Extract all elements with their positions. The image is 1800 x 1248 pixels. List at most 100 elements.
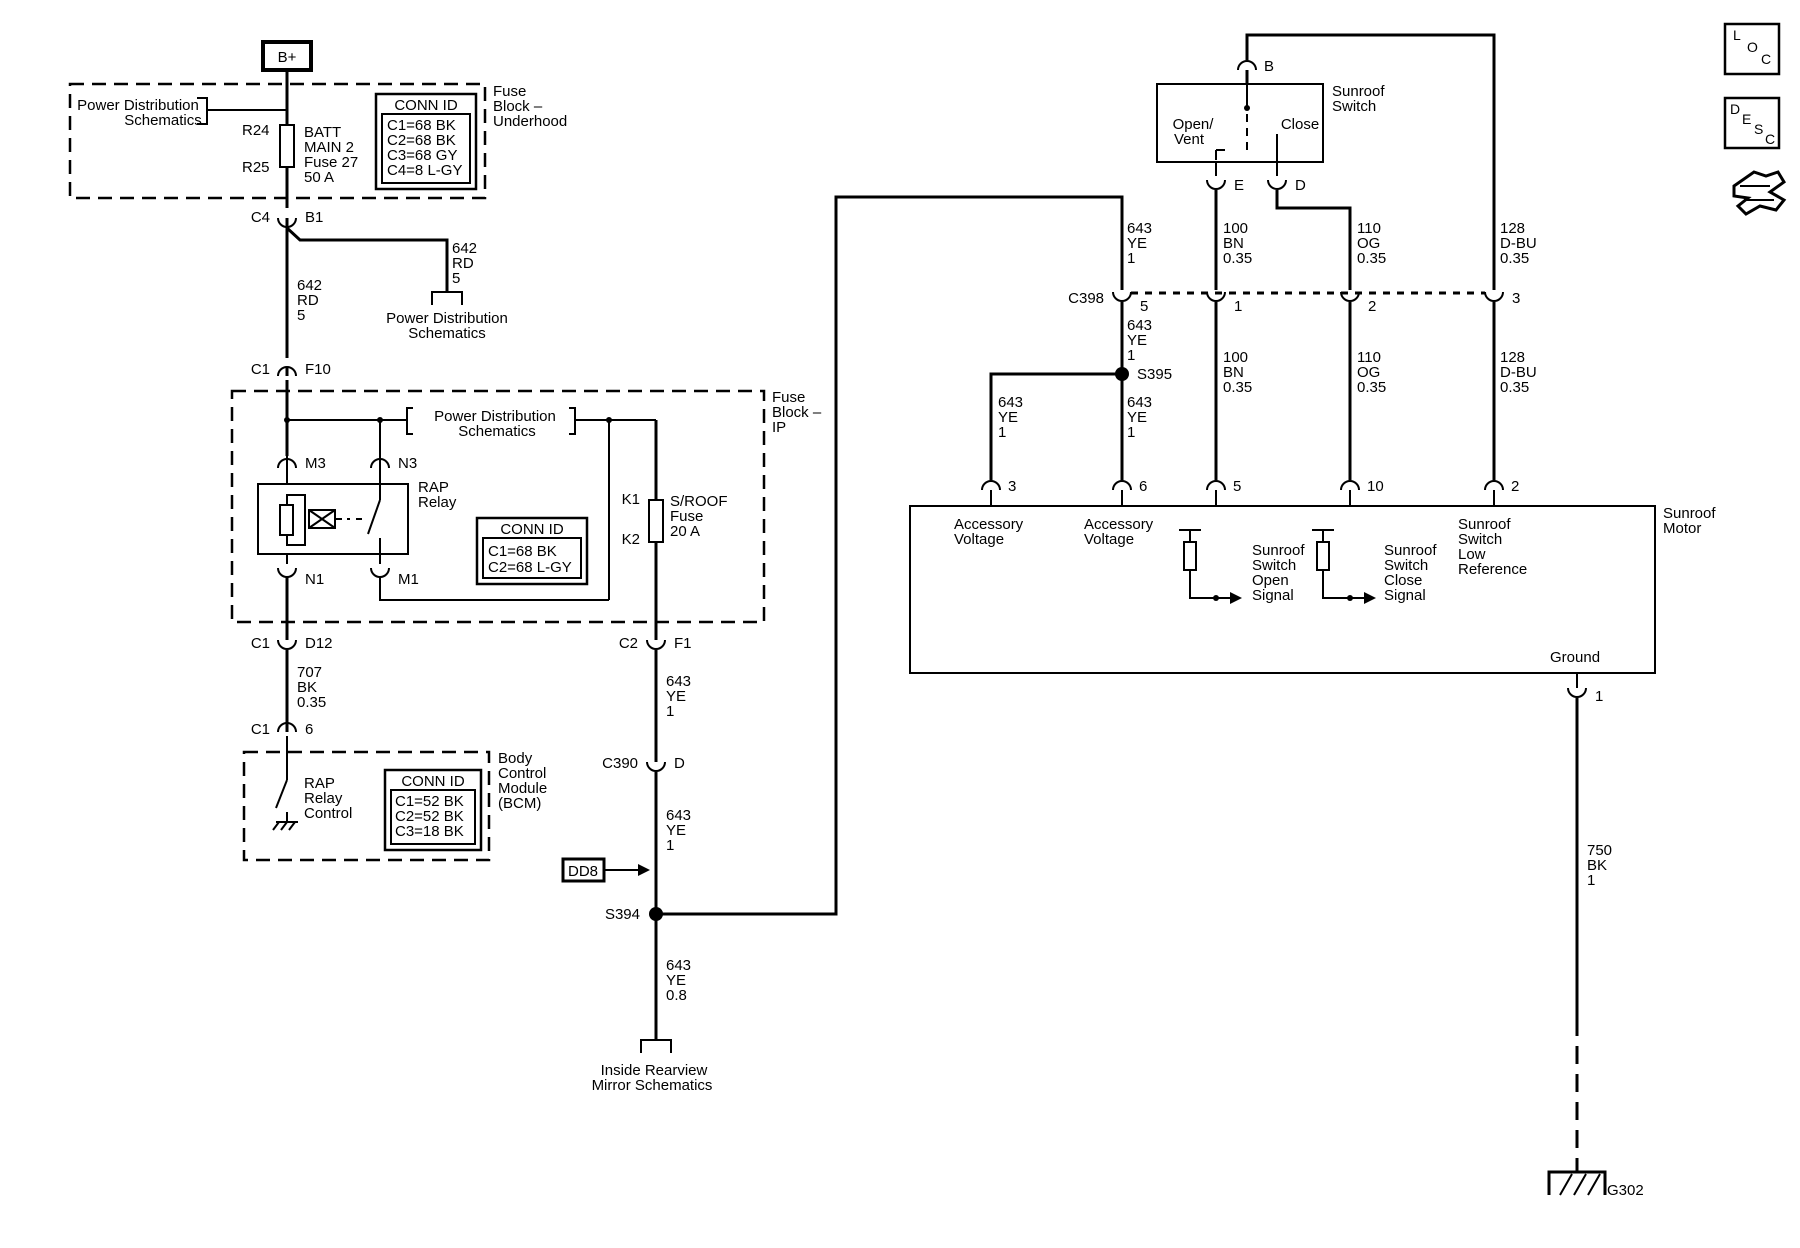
pin-n1 bbox=[277, 567, 297, 578]
svg-text:Vent: Vent bbox=[1174, 131, 1205, 148]
svg-text:0.35: 0.35 bbox=[1357, 379, 1386, 396]
svg-text:Block –: Block – bbox=[493, 98, 543, 115]
low-reference-label: Sunroof Switch Low Reference bbox=[1458, 516, 1527, 578]
svg-text:CONN ID: CONN ID bbox=[500, 521, 564, 538]
svg-text:B1: B1 bbox=[305, 209, 323, 226]
svg-text:643: 643 bbox=[666, 673, 691, 690]
svg-text:O: O bbox=[1747, 39, 1758, 55]
svg-text:Module: Module bbox=[498, 780, 547, 797]
svg-text:Mirror Schematics: Mirror Schematics bbox=[592, 1077, 713, 1094]
ground-g302: G302 bbox=[1547, 1170, 1644, 1199]
loc-icon[interactable]: L O C bbox=[1723, 22, 1781, 76]
svg-text:BK: BK bbox=[297, 679, 317, 696]
svg-text:C2: C2 bbox=[619, 635, 638, 652]
svg-text:D: D bbox=[1295, 177, 1306, 194]
desc-icon[interactable]: D E S C bbox=[1723, 96, 1781, 150]
svg-text:6: 6 bbox=[305, 721, 313, 738]
rap-relay-control-label: RAP Relay Control bbox=[304, 775, 352, 822]
svg-text:YE: YE bbox=[666, 972, 686, 989]
svg-text:BATT: BATT bbox=[304, 124, 341, 141]
motor-pin-row: 3 6 5 10 2 bbox=[981, 478, 1519, 495]
svg-text:D-BU: D-BU bbox=[1500, 235, 1537, 252]
svg-text:YE: YE bbox=[1127, 235, 1147, 252]
close-signal-circuit bbox=[1312, 529, 1376, 604]
svg-text:Schematics: Schematics bbox=[408, 325, 486, 342]
pds-reference-branch[interactable]: Power Distribution Schematics bbox=[386, 310, 508, 342]
mirror-schematics-reference[interactable]: Inside Rearview Mirror Schematics bbox=[592, 1062, 713, 1094]
svg-text:Fuse 27: Fuse 27 bbox=[304, 154, 358, 171]
svg-text:D-BU: D-BU bbox=[1500, 364, 1537, 381]
svg-text:Relay: Relay bbox=[304, 790, 343, 807]
svg-text:YE: YE bbox=[1127, 332, 1147, 349]
svg-text:Accessory: Accessory bbox=[1084, 516, 1154, 533]
wire-707-label: 707 BK 0.35 bbox=[297, 664, 326, 711]
svg-text:Sunroof: Sunroof bbox=[1252, 542, 1305, 559]
svg-text:YE: YE bbox=[666, 688, 686, 705]
connector-view-icon[interactable] bbox=[1732, 170, 1787, 216]
svg-text:DD8: DD8 bbox=[568, 863, 598, 880]
svg-text:C1=68 BK: C1=68 BK bbox=[488, 543, 557, 560]
pds-reference-ip[interactable]: Power Distribution Schematics bbox=[434, 408, 556, 440]
svg-text:Accessory: Accessory bbox=[954, 516, 1024, 533]
svg-text:RD: RD bbox=[452, 255, 474, 272]
svg-text:Fuse: Fuse bbox=[772, 389, 805, 406]
svg-text:OG: OG bbox=[1357, 364, 1380, 381]
pin-m1 bbox=[370, 567, 390, 578]
fuse-block-underhood-title: Fuse Block – Underhood bbox=[493, 83, 567, 130]
svg-text:Relay: Relay bbox=[418, 494, 457, 511]
svg-text:BN: BN bbox=[1223, 364, 1244, 381]
svg-text:D12: D12 bbox=[305, 635, 333, 652]
wire-643-c390-label: 643 YE 1 bbox=[666, 807, 691, 854]
svg-text:Open/: Open/ bbox=[1173, 116, 1215, 133]
svg-text:L: L bbox=[1733, 27, 1741, 43]
svg-text:Voltage: Voltage bbox=[1084, 531, 1134, 548]
svg-text:5: 5 bbox=[297, 307, 305, 324]
wire-643-low-b-label: 643 YE 1 bbox=[1127, 394, 1152, 441]
svg-text:RAP: RAP bbox=[418, 479, 449, 496]
r24-label: R24 bbox=[242, 122, 270, 139]
svg-text:C1: C1 bbox=[251, 721, 270, 738]
svg-text:1: 1 bbox=[666, 703, 674, 720]
svg-text:100: 100 bbox=[1223, 349, 1248, 366]
svg-text:RD: RD bbox=[297, 292, 319, 309]
svg-text:C1: C1 bbox=[251, 635, 270, 652]
svg-text:Underhood: Underhood bbox=[493, 113, 567, 130]
svg-text:3: 3 bbox=[1008, 478, 1016, 495]
svg-text:M1: M1 bbox=[398, 571, 419, 588]
connector-c2-f1 bbox=[646, 639, 666, 650]
svg-text:C1=52 BK: C1=52 BK bbox=[395, 793, 464, 810]
svg-text:Fuse: Fuse bbox=[493, 83, 526, 100]
wire-643-08-label: 643 YE 0.8 bbox=[666, 957, 691, 1004]
svg-text:5: 5 bbox=[1233, 478, 1241, 495]
batt-main-fuse bbox=[279, 124, 295, 168]
svg-text:642: 642 bbox=[452, 240, 477, 257]
svg-text:50 A: 50 A bbox=[304, 169, 334, 186]
bcm-outline bbox=[242, 750, 491, 862]
switch-pin-e bbox=[1206, 179, 1226, 190]
conn-id-table-ip: CONN ID C1=68 BK C2=68 L-GY bbox=[475, 516, 589, 586]
svg-text:5: 5 bbox=[1140, 298, 1148, 315]
sunroof-motor-title: Sunroof Motor bbox=[1663, 505, 1716, 537]
svg-text:B+: B+ bbox=[278, 49, 297, 66]
svg-text:Power Distribution: Power Distribution bbox=[434, 408, 556, 425]
wire-643-mid-label: 643 YE 1 bbox=[1127, 317, 1152, 364]
svg-text:F1: F1 bbox=[674, 635, 692, 652]
wire-110-mid-label: 110 OG 0.35 bbox=[1357, 349, 1386, 396]
svg-text:F10: F10 bbox=[305, 361, 331, 378]
fuse-block-underhood-outline bbox=[68, 82, 487, 200]
svg-text:0.35: 0.35 bbox=[1357, 250, 1386, 267]
pds-reference-underhood[interactable]: Power Distribution Schematics bbox=[77, 97, 287, 129]
dd8-reference[interactable]: DD8 bbox=[561, 857, 650, 883]
svg-text:C390: C390 bbox=[602, 755, 638, 772]
svg-text:Body: Body bbox=[498, 750, 533, 767]
svg-text:Power Distribution: Power Distribution bbox=[77, 97, 199, 114]
svg-text:Schematics: Schematics bbox=[124, 112, 202, 129]
fuse-block-ip-title: Fuse Block – IP bbox=[772, 389, 822, 436]
svg-text:Voltage: Voltage bbox=[954, 531, 1004, 548]
svg-text:1: 1 bbox=[1127, 424, 1135, 441]
batt-main-fuse-label: BATT MAIN 2 Fuse 27 50 A bbox=[304, 124, 358, 186]
svg-text:Fuse: Fuse bbox=[670, 508, 703, 525]
svg-text:Low: Low bbox=[1458, 546, 1486, 563]
wire-643-top-label: 643 YE 1 bbox=[1127, 220, 1152, 267]
motor-pin-1 bbox=[1567, 687, 1587, 698]
